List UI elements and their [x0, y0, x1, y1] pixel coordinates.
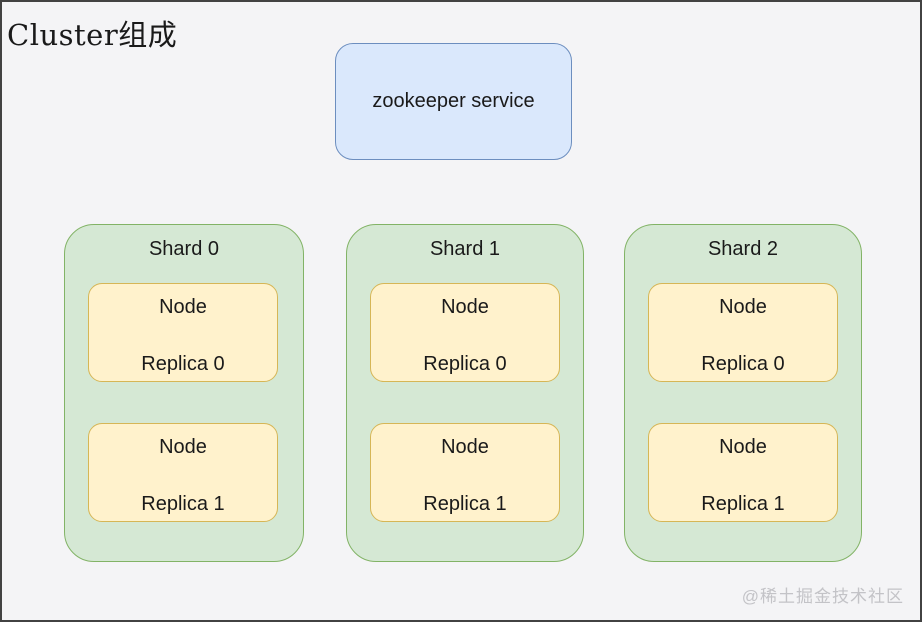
shard-2-box: Shard 2 Node Replica 0 Node Replica 1 [624, 224, 862, 562]
shard-0-label: Shard 0 [148, 238, 220, 260]
node-replica-label: Replica 1 [141, 493, 225, 515]
shard-0-node-replica-1-box: Node Replica 1 [88, 423, 278, 522]
shard-2-label: Shard 2 [707, 238, 779, 260]
watermark: @稀土掘金技术社区 [741, 587, 904, 606]
node-replica-label: Replica 0 [141, 353, 225, 375]
node-title: Node [719, 436, 767, 458]
node-replica-label: Replica 0 [701, 353, 785, 375]
shard-1-node-replica-0-box: Node Replica 0 [370, 283, 560, 382]
node-replica-label: Replica 0 [423, 353, 507, 375]
node-title: Node [719, 296, 767, 318]
shard-0-box: Shard 0 Node Replica 0 Node Replica 1 [64, 224, 304, 562]
shard-2-node-replica-0-box: Node Replica 0 [648, 283, 838, 382]
node-title: Node [441, 296, 489, 318]
node-title: Node [441, 436, 489, 458]
zookeeper-service-label: zookeeper service [372, 90, 535, 112]
node-title: Node [159, 436, 207, 458]
node-replica-label: Replica 1 [701, 493, 785, 515]
node-replica-label: Replica 1 [423, 493, 507, 515]
shard-1-node-replica-1-box: Node Replica 1 [370, 423, 560, 522]
shard-2-node-replica-1-box: Node Replica 1 [648, 423, 838, 522]
diagram-title: Cluster组成 [7, 18, 178, 52]
shard-1-label: Shard 1 [429, 238, 501, 260]
shard-1-box: Shard 1 Node Replica 0 Node Replica 1 [346, 224, 584, 562]
zookeeper-service-box: zookeeper service [335, 43, 572, 160]
node-title: Node [159, 296, 207, 318]
shard-0-node-replica-0-box: Node Replica 0 [88, 283, 278, 382]
